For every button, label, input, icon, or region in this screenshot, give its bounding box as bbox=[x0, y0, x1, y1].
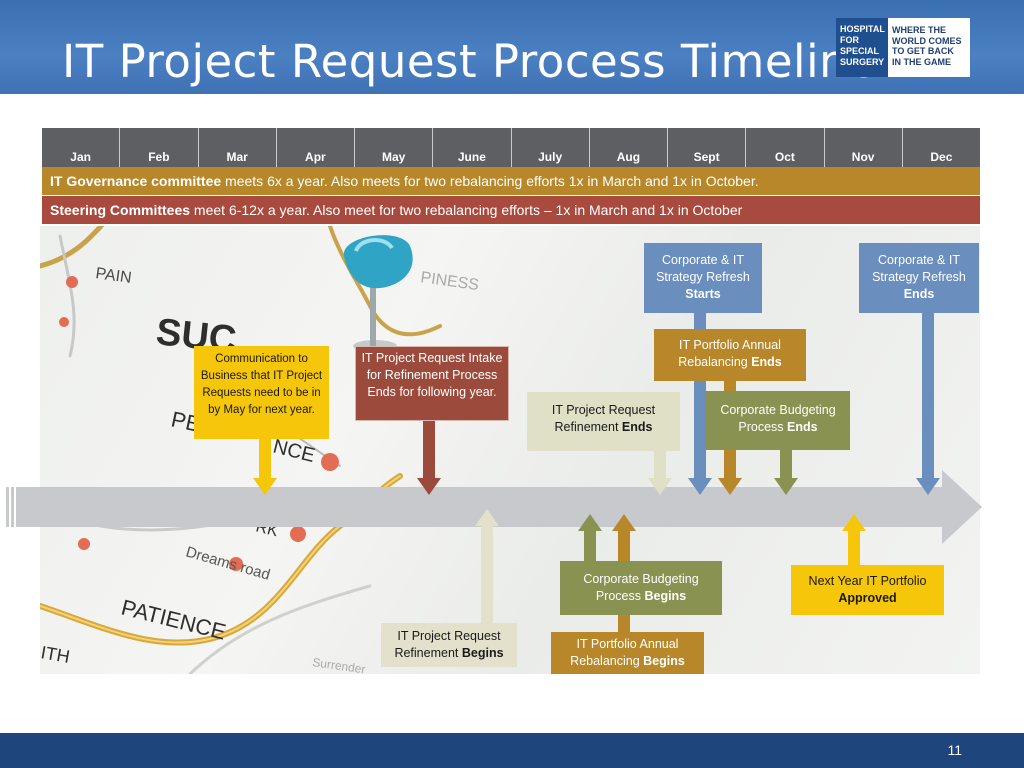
band-text: meets 6x a year. Also meets for two reba… bbox=[221, 173, 759, 189]
footer-bar: 11 bbox=[0, 733, 1024, 768]
event-text: IT Portfolio Annual Rebalancing bbox=[570, 637, 679, 668]
logo-line: IN THE GAME bbox=[892, 56, 952, 67]
event-bold: Begins bbox=[643, 654, 685, 668]
title-bar: IT Project Request Process Timeline HOSP… bbox=[0, 0, 1024, 94]
connector-comm bbox=[253, 438, 277, 495]
month-cell: Feb bbox=[120, 128, 199, 168]
logo-name-block: HOSPITAL FOR SPECIAL SURGERY bbox=[836, 18, 888, 77]
event-bold: Ends bbox=[903, 287, 935, 301]
event-intake-ends: IT Project Request Intake for Refinement… bbox=[355, 346, 509, 421]
connector-budget-begin bbox=[578, 514, 602, 561]
event-bold: Ends bbox=[787, 420, 818, 434]
map-word: Surrender bbox=[312, 655, 367, 674]
month-cell: July bbox=[511, 128, 590, 168]
event-text: Next Year IT Portfolio bbox=[808, 574, 927, 588]
month-cell: Nov bbox=[824, 128, 903, 168]
month-cell: Dec bbox=[902, 128, 980, 168]
month-header-row: Jan Feb Mar Apr May June July Aug Sept O… bbox=[42, 128, 980, 168]
event-text: Corporate & IT Strategy Refresh bbox=[656, 253, 750, 284]
band-text: meet 6-12x a year. Also meet for two reb… bbox=[190, 202, 743, 218]
slide-title: IT Project Request Process Timeline bbox=[62, 35, 877, 88]
band-bold-label: Steering Committees bbox=[50, 202, 191, 218]
event-portfolio-approved: Next Year IT Portfolio Approved bbox=[791, 565, 944, 615]
month-cell: May bbox=[355, 128, 434, 168]
event-text: IT Project Request Intake for Refinement… bbox=[361, 351, 503, 399]
event-text: Corporate Budgeting Process bbox=[720, 403, 836, 434]
logo-tagline-block: WHERE THE WORLD COMES TO GET BACK IN THE… bbox=[888, 18, 970, 77]
timeline-arrow bbox=[6, 470, 982, 544]
logo-line: SURGERY bbox=[840, 57, 885, 67]
event-text: Corporate & IT Strategy Refresh bbox=[872, 253, 966, 284]
event-budgeting-begins: Corporate Budgeting Process Begins bbox=[560, 561, 722, 615]
connector-portfolio-approved bbox=[842, 514, 866, 565]
connector-refine-end bbox=[648, 450, 672, 495]
map-word: ITH bbox=[40, 642, 71, 667]
event-text: Communication to Business that IT Projec… bbox=[200, 353, 323, 416]
event-bold: Begins bbox=[644, 589, 687, 603]
event-bold: Ends bbox=[621, 420, 653, 434]
logo-line: WHERE THE bbox=[892, 25, 946, 35]
logo-line: TO GET BACK bbox=[892, 46, 954, 56]
steering-committees-band: Steering Committees meet 6-12x a year. A… bbox=[42, 196, 980, 224]
event-text: IT Portfolio Annual Rebalancing bbox=[678, 338, 781, 369]
month-cell: June bbox=[433, 128, 512, 168]
event-text: IT Project Request Refinement bbox=[551, 403, 656, 434]
month-cell: Oct bbox=[746, 128, 825, 168]
event-bold: Ends bbox=[751, 355, 782, 369]
event-strategy-refresh-starts: Corporate & IT Strategy Refresh Starts bbox=[644, 243, 762, 313]
event-budgeting-ends: Corporate Budgeting Process Ends bbox=[706, 391, 850, 450]
logo-line: HOSPITAL bbox=[840, 24, 885, 34]
event-portfolio-rebalancing-begins: IT Portfolio Annual Rebalancing Begins bbox=[551, 632, 704, 674]
page-number: 11 bbox=[947, 742, 962, 758]
event-bold: Approved bbox=[838, 591, 897, 605]
event-strategy-refresh-ends: Corporate & IT Strategy Refresh Ends bbox=[859, 243, 979, 313]
event-text: IT Project Request Refinement bbox=[394, 629, 501, 660]
month-cell: Mar bbox=[198, 128, 277, 168]
connector-refine-begin bbox=[475, 509, 499, 624]
month-cell: Sept bbox=[668, 128, 747, 168]
month-cell: Aug bbox=[589, 128, 668, 168]
event-bold: Begins bbox=[461, 646, 504, 660]
governance-committee-band: IT Governance committee meets 6x a year.… bbox=[42, 167, 980, 195]
logo-line: WORLD COMES bbox=[892, 35, 962, 46]
event-portfolio-rebalancing-ends: IT Portfolio Annual Rebalancing Ends bbox=[654, 329, 806, 381]
map-word: PAIN bbox=[94, 265, 132, 287]
event-text: Corporate Budgeting Process bbox=[583, 572, 699, 603]
event-bold: Starts bbox=[685, 287, 721, 301]
connector-strategy-end bbox=[916, 312, 940, 495]
event-communication-deadline: Communication to Business that IT Projec… bbox=[194, 346, 329, 439]
connector-intake bbox=[417, 421, 441, 495]
logo-line: SPECIAL bbox=[840, 46, 880, 56]
band-bold-label: IT Governance committee bbox=[50, 173, 222, 189]
month-cell: Jan bbox=[42, 128, 121, 168]
event-refinement-ends: IT Project Request Refinement Ends bbox=[527, 392, 680, 451]
event-refinement-begins: IT Project Request Refinement Begins bbox=[381, 623, 517, 667]
logo-line: FOR bbox=[840, 35, 859, 45]
month-cell: Apr bbox=[276, 128, 355, 168]
hospital-logo: HOSPITAL FOR SPECIAL SURGERY WHERE THE W… bbox=[836, 18, 970, 77]
connector-budget-end bbox=[774, 450, 798, 495]
